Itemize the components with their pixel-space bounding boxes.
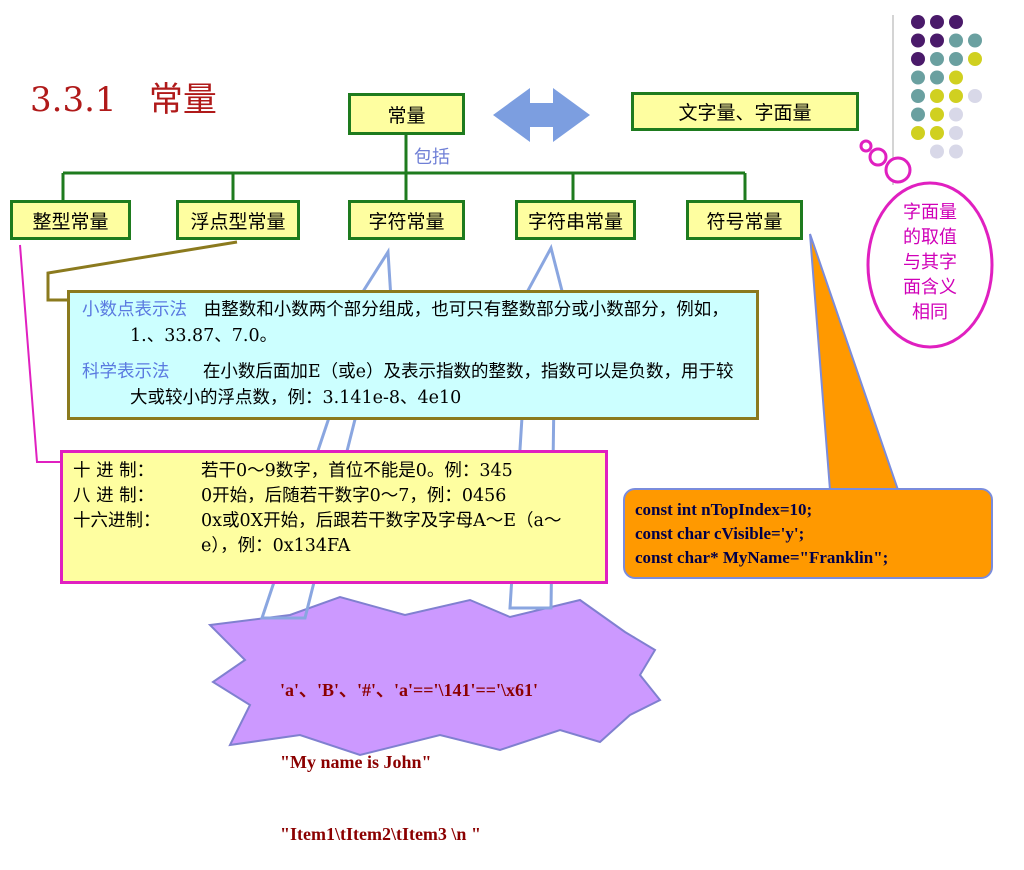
octal-row: 八 进 制： 0开始，后随若干数字0～7，例：0456 xyxy=(73,484,595,509)
burst-line: 'a'、'B'、'#'、'a'=='\141'=='\x61' xyxy=(280,680,539,700)
code-line: const int nTopIndex=10; xyxy=(635,500,813,519)
decorative-dot xyxy=(911,107,925,122)
decorative-dot xyxy=(949,107,963,122)
decimal-text: 由整数和小数两个部分组成，也可只有整数部分或小数部分，例如，1.、33.87、7… xyxy=(130,300,729,346)
decorative-dot xyxy=(930,107,944,122)
decorative-dot xyxy=(949,126,963,140)
constant-box: 常量 xyxy=(348,93,465,135)
decorative-dot xyxy=(930,52,944,66)
float-bracket xyxy=(46,240,238,302)
decorative-dot xyxy=(930,89,944,103)
decorative-dot xyxy=(949,52,963,66)
cloud-line: 与其字 xyxy=(903,252,957,273)
decorative-dot xyxy=(911,70,925,85)
decorative-dot xyxy=(930,70,944,85)
integer-panel: 十 进 制： 若干0～9数字，首位不能是0。例：345 八 进 制： 0开始，后随若… xyxy=(60,450,608,584)
decorative-dot xyxy=(911,89,925,103)
decimal-row: 十 进 制： 若干0～9数字，首位不能是0。例：345 xyxy=(73,459,595,484)
category-string: 字符串常量 xyxy=(515,200,636,240)
decorative-dots xyxy=(911,15,982,159)
row-key: 十 进 制： xyxy=(73,461,155,481)
decorative-dot xyxy=(930,33,944,48)
decorative-dot xyxy=(949,33,963,48)
row-value: 若干0～9数字，首位不能是0。例：345 xyxy=(201,461,513,481)
cloud-line: 相同 xyxy=(912,302,948,323)
code-line: const char cVisible='y'; xyxy=(635,524,805,543)
decimal-notation: 小数点表示法 由整数和小数两个部分组成，也可只有整数部分或小数部分，例如，1.、… xyxy=(82,297,744,349)
literal-box: 文字量、字面量 xyxy=(631,92,859,131)
diagram-artwork xyxy=(19,15,994,757)
decorative-dot xyxy=(968,52,982,66)
burst-line: "My name is John" xyxy=(280,752,432,772)
float-panel: 小数点表示法 由整数和小数两个部分组成，也可只有整数部分或小数部分，例如，1.、… xyxy=(67,290,759,420)
row-key: 十六进制： xyxy=(73,511,161,531)
decorative-dot xyxy=(911,33,925,48)
scientific-label: 科学表示法 xyxy=(82,362,170,382)
include-label: 包括 xyxy=(414,147,450,168)
decorative-dot xyxy=(949,144,963,159)
decorative-dot xyxy=(949,15,963,29)
code-example: const int nTopIndex=10; const char cVisi… xyxy=(623,488,993,579)
row-value: 0x或0X开始，后跟若干数字及字母A～E（a～e），例：0x134FA xyxy=(201,511,562,556)
cloud-line: 面含义 xyxy=(903,277,957,298)
cloud-line: 字面量 xyxy=(903,202,957,223)
starburst-callout xyxy=(207,595,662,757)
decorative-dot xyxy=(930,144,944,159)
decorative-dot xyxy=(930,15,944,29)
decorative-dot xyxy=(911,52,925,66)
decorative-dot xyxy=(911,126,925,140)
decorative-dot xyxy=(949,89,963,103)
cloud-line: 的取值 xyxy=(903,227,957,248)
decorative-dot xyxy=(968,89,982,103)
literal-examples: 'a'、'B'、'#'、'a'=='\141'=='\x61' "My name… xyxy=(280,630,640,870)
decorative-dot xyxy=(968,33,982,48)
decorative-dot xyxy=(930,126,944,140)
category-integer: 整型常量 xyxy=(10,200,131,240)
cloud-note: 字面量 的取值 与其字 面含义 相同 xyxy=(875,200,985,325)
scientific-text: 在小数后面加E（或e）及表示指数的整数，指数可以是负数，用于较大或较小的浮点数，… xyxy=(130,362,734,408)
scientific-notation: 科学表示法 在小数后面加E（或e）及表示指数的整数，指数可以是负数，用于较大或较… xyxy=(82,359,744,411)
row-value: 0开始，后随若干数字0～7，例：0456 xyxy=(201,486,507,506)
decorative-dot xyxy=(911,15,925,29)
double-arrow-icon xyxy=(493,88,590,142)
decorative-dot xyxy=(949,70,963,85)
integer-bracket xyxy=(19,244,60,463)
category-float: 浮点型常量 xyxy=(176,200,300,240)
category-symbol: 符号常量 xyxy=(686,200,803,240)
decimal-label: 小数点表示法 xyxy=(82,300,187,320)
tree-connectors xyxy=(61,135,747,200)
category-char: 字符常量 xyxy=(348,200,465,240)
thought-cloud xyxy=(859,139,994,349)
burst-line: "Item1\tItem2\tItem3 \n " xyxy=(280,824,481,844)
hex-row: 十六进制： 0x或0X开始，后跟若干数字及字母A～E（a～e），例：0x134FA xyxy=(73,509,595,559)
code-line: const char* MyName="Franklin"; xyxy=(635,548,889,567)
page-title: 3.3.1 常量 xyxy=(30,80,217,120)
row-key: 八 进 制： xyxy=(73,486,155,506)
